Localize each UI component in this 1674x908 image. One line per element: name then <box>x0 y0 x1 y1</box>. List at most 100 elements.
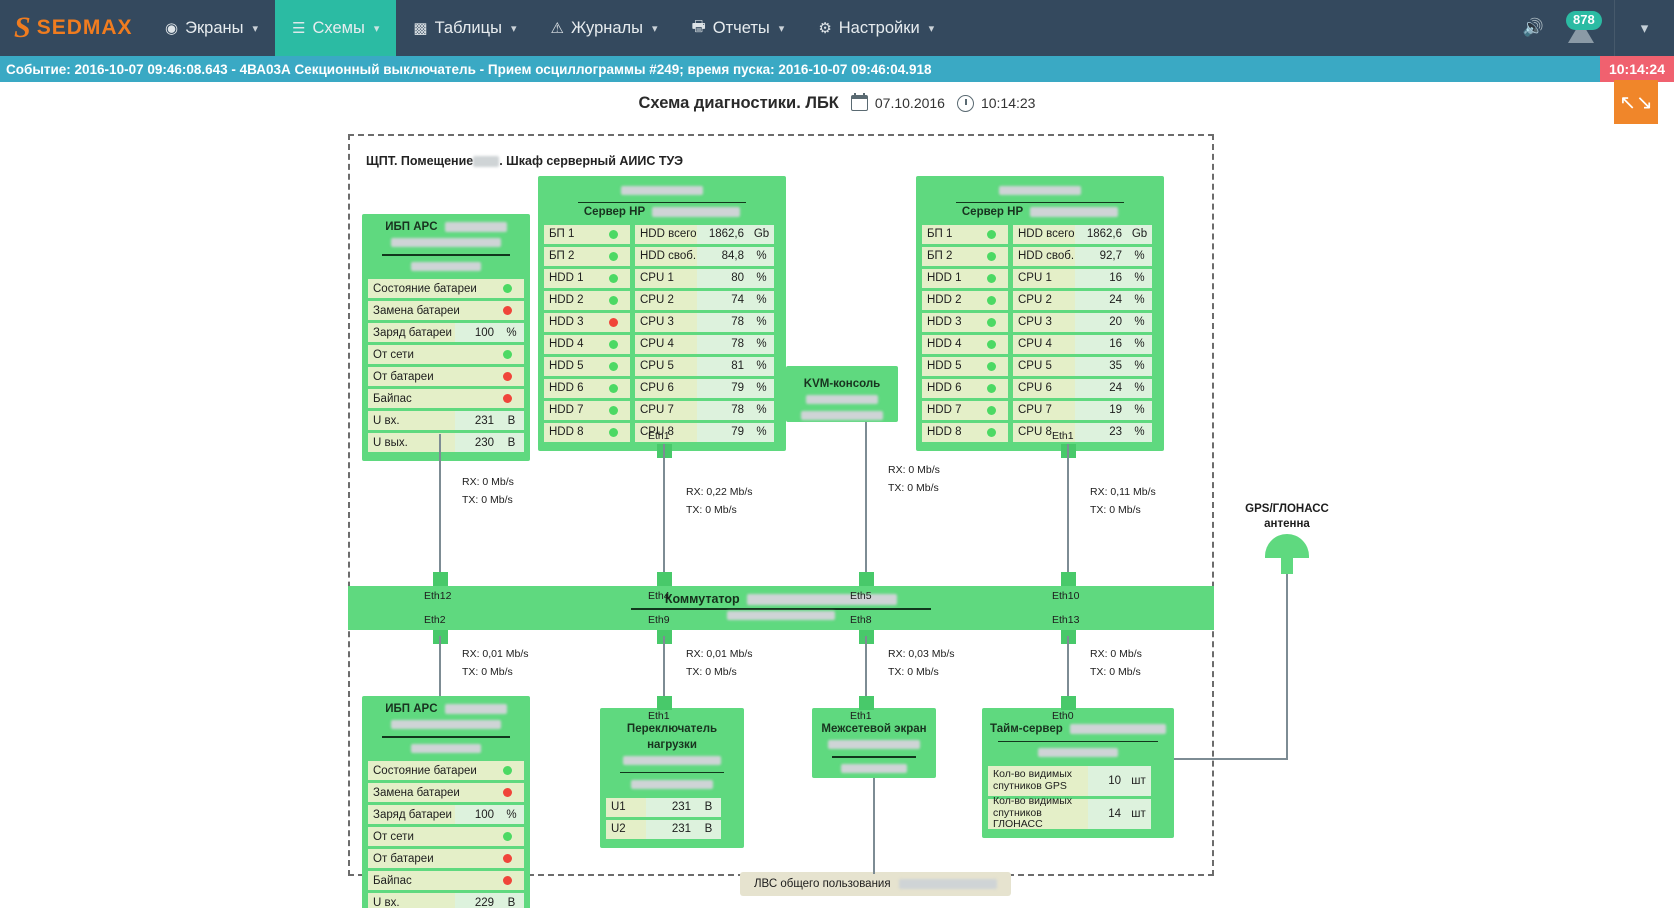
port-switch-Eth10[interactable] <box>1061 572 1076 586</box>
wire-kvm-to-switch <box>865 422 867 572</box>
data-row: HDD 6 <box>922 378 1008 398</box>
row-unit: В <box>499 411 524 431</box>
port-timeserver-top[interactable] <box>1061 696 1076 710</box>
row-unit: Gb <box>749 224 774 244</box>
page-title-row: Схема диагностики. ЛБК 07.10.2016 10:14:… <box>0 80 1674 124</box>
fullscreen-button[interactable]: ↖↘ <box>1614 80 1658 124</box>
status-led-cell <box>974 246 1008 266</box>
chevron-down-icon: ▾ <box>510 22 517 35</box>
row-label: Кол-во видимых спутников GPS <box>988 765 1088 796</box>
redacted-model <box>623 755 721 765</box>
status-ok-icon <box>608 427 618 437</box>
nav-item-settings[interactable]: ⚙ Настройки ▾ <box>801 0 951 56</box>
status-ok-icon <box>608 405 618 415</box>
rx-label-kvm-to-switch: RX: 0 Mb/s <box>888 464 940 476</box>
redacted-line <box>801 410 883 420</box>
row-label: HDD 7 <box>922 400 974 420</box>
brand-logo[interactable]: S SEDMAX <box>0 0 148 56</box>
nav-item-schemas[interactable]: ☰ Схемы ▾ <box>275 0 397 56</box>
rx-label-ups-top-to-switch: RX: 0 Mb/s <box>462 476 514 488</box>
data-row: HDD 2 <box>544 290 630 310</box>
row-label: CPU 6 <box>635 378 697 398</box>
data-row: HDD 5 <box>544 356 630 376</box>
port-label-server2-top: Eth1 <box>1052 430 1074 442</box>
kvm-title: KVM-консоль <box>803 378 881 390</box>
row-unit: % <box>499 805 524 825</box>
alarm-indicator[interactable]: 878 <box>1558 8 1604 48</box>
status-ok-icon <box>986 229 996 239</box>
nav-item-reports[interactable]: 🖶 Отчеты ▾ <box>675 0 802 56</box>
wire-server2-to-switch <box>1067 444 1069 572</box>
port-load-switch-top[interactable] <box>657 696 672 710</box>
port-firewall-top[interactable] <box>859 696 874 710</box>
timeserver-panel[interactable]: Тайм-сервер Кол-во видимых спутников GPS… <box>982 708 1174 838</box>
data-row: БП 1 <box>922 224 1008 244</box>
data-row: HDD 8 <box>544 422 630 442</box>
row-value: 16 <box>1075 268 1127 288</box>
nav-item-logs[interactable]: ⚠ Журналы ▾ <box>534 0 675 56</box>
port-switch-Eth12[interactable] <box>433 572 448 586</box>
switch-panel[interactable]: Коммутатор <box>348 586 1214 630</box>
data-row: HDD 4 <box>922 334 1008 354</box>
status-led-cell <box>490 389 524 409</box>
logo-mark-icon: S <box>14 11 31 44</box>
row-label: U1 <box>606 797 646 817</box>
row-label: HDD 2 <box>922 290 974 310</box>
brand-name: SEDMAX <box>36 16 133 39</box>
row-label: HDD 4 <box>544 334 596 354</box>
kvm-panel[interactable]: KVM-консоль <box>786 366 898 422</box>
alarm-count-badge: 878 <box>1566 11 1602 30</box>
nav-item-screens[interactable]: ◉ Экраны ▾ <box>148 0 275 56</box>
row-value: 78 <box>697 400 749 420</box>
schema-icon: ☰ <box>292 20 306 37</box>
rx-label-switch-to-load-switch: RX: 0,01 Mb/s <box>686 648 753 660</box>
port-label-switch-Eth12: Eth12 <box>424 590 452 602</box>
port-switch-Eth5[interactable] <box>859 572 874 586</box>
row-unit: % <box>749 356 774 376</box>
ups-top-title: ИБП APC <box>368 220 524 251</box>
row-label: HDD 8 <box>544 422 596 442</box>
row-value: 20 <box>1075 312 1127 332</box>
chevron-down-icon: ▾ <box>652 22 658 35</box>
tx-label-switch-to-firewall: TX: 0 Mb/s <box>888 666 939 678</box>
row-unit: % <box>749 312 774 332</box>
user-menu-toggle[interactable]: ▾ <box>1614 0 1674 56</box>
row-label: HDD своб. <box>1013 246 1075 266</box>
redacted-ip <box>411 262 481 272</box>
row-value: 100 <box>455 805 499 825</box>
status-fault-icon <box>502 876 512 886</box>
main-menu: ◉ Экраны ▾ ☰ Схемы ▾ ▩ Таблицы ▾ ⚠ Журна… <box>148 0 951 56</box>
wire-ups-top-to-switch <box>439 434 441 572</box>
row-label: HDD 6 <box>544 378 596 398</box>
screens-icon: ◉ <box>165 20 179 37</box>
data-row: Байпас <box>368 389 524 409</box>
row-unit: В <box>696 819 721 839</box>
redacted-ip <box>1038 747 1118 757</box>
port-label-switch-Eth2: Eth2 <box>424 614 446 626</box>
status-led-cell <box>596 378 630 398</box>
redacted-ip <box>631 779 713 789</box>
row-label: HDD 7 <box>544 400 596 420</box>
data-row: HDD 4 <box>544 334 630 354</box>
row-label: U2 <box>606 819 646 839</box>
firewall-panel[interactable]: Межсетевой экран <box>812 708 936 778</box>
sound-icon[interactable]: 🔊 <box>1522 18 1544 37</box>
time-display[interactable]: 10:14:23 <box>956 94 1035 112</box>
date-display[interactable]: 07.10.2016 <box>850 93 945 111</box>
row-label: CPU 7 <box>1013 400 1075 420</box>
row-label: CPU 4 <box>635 334 697 354</box>
nav-item-tables[interactable]: ▩ Таблицы ▾ <box>396 0 533 56</box>
status-fault-icon <box>502 372 512 382</box>
status-fault-icon <box>502 306 512 316</box>
port-switch-Eth4[interactable] <box>657 572 672 586</box>
